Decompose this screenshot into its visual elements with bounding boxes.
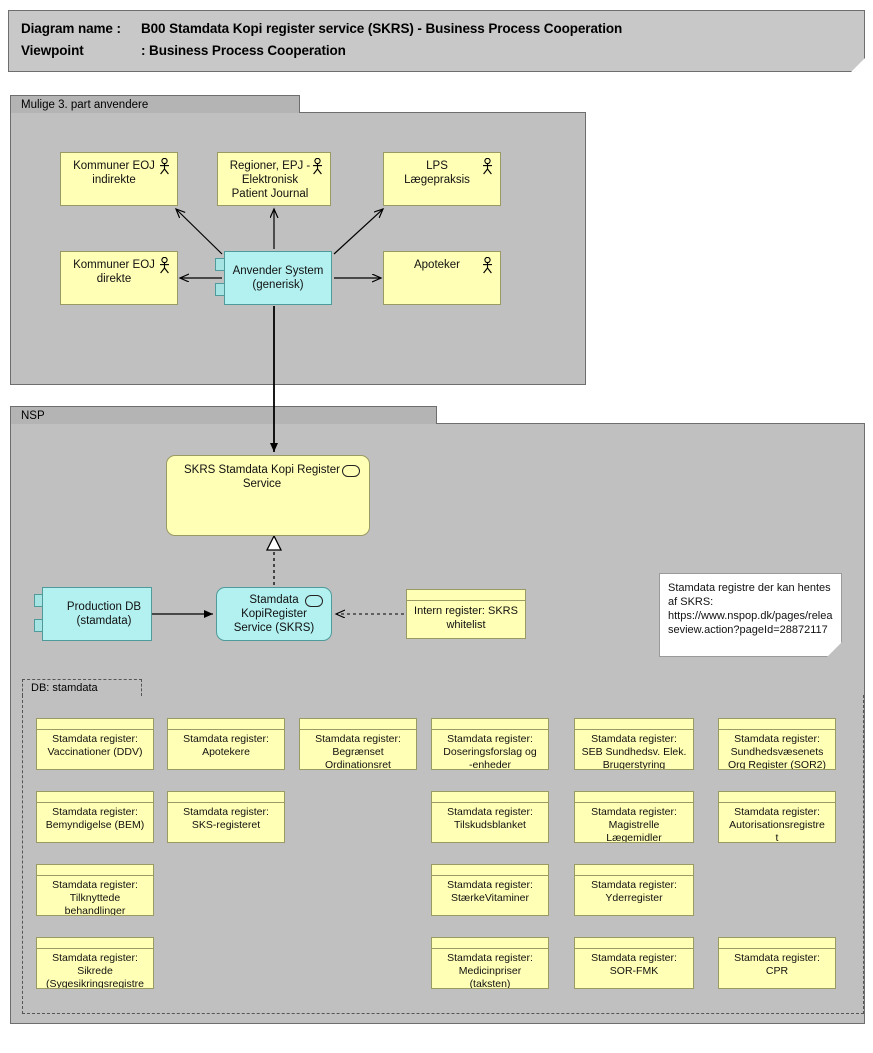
node-label: Kommuner EOJ direkte (73, 259, 155, 285)
node-label: SKRS Stamdata Kopi Register Service (184, 464, 340, 490)
register-header-strip (37, 792, 153, 803)
register-card[interactable]: Stamdata register: Autorisationsregistre… (718, 791, 836, 843)
node-label: LPS Lægepraksis (404, 160, 470, 186)
register-label: Stamdata register: Doseringsforslag og -… (443, 733, 537, 770)
register-header-strip (575, 938, 693, 949)
register-label: Stamdata register: Begrænset Ordinations… (315, 733, 401, 770)
register-label: Stamdata register: SOR-FMK (591, 952, 677, 977)
actor-icon (483, 257, 492, 274)
node-label: Anvender System (generisk) (232, 265, 324, 291)
register-label: Stamdata register: Vaccinationer (DDV) (47, 733, 143, 758)
node-label: Kommuner EOJ indirekte (73, 160, 155, 186)
register-header-strip (300, 719, 416, 730)
register-header-strip (168, 792, 284, 803)
register-label: Stamdata register: Magistrelle Lægemidle… (591, 806, 677, 843)
register-card[interactable]: Stamdata register: Apotekere (167, 718, 285, 770)
actor-icon (160, 257, 169, 274)
register-header-strip (575, 865, 693, 876)
node-skrs-component[interactable]: Stamdata KopiRegister Service (SKRS) (216, 587, 332, 641)
node-label: Production DB (stamdata) (66, 601, 142, 627)
register-header-strip (407, 590, 525, 601)
register-card[interactable]: Stamdata register: StærkeVitaminer (431, 864, 549, 916)
register-card[interactable]: Stamdata register: Bemyndigelse (BEM) (36, 791, 154, 843)
register-card[interactable]: Stamdata register: Sundhedsvæsenets Org … (718, 718, 836, 770)
register-header-strip (432, 865, 548, 876)
register-header-strip (719, 719, 835, 730)
interface-icon (305, 595, 323, 607)
actor-icon (160, 158, 169, 175)
register-card[interactable]: Stamdata register: Medicinpriser (takste… (431, 937, 549, 989)
register-label: Stamdata register: Sikrede (Sygesikrings… (45, 952, 145, 989)
register-card[interactable]: Stamdata register: Sikrede (Sygesikrings… (36, 937, 154, 989)
register-label: Stamdata register: Apotekere (183, 733, 269, 758)
viewpoint-key: Viewpoint (21, 43, 84, 58)
note-skrs-registry-link: Stamdata registre der kan hentes af SKRS… (659, 573, 842, 657)
register-card[interactable]: Stamdata register: Doseringsforslag og -… (431, 718, 549, 770)
register-header-strip (432, 792, 548, 803)
register-card[interactable]: Stamdata register: Tilskudsblanket (431, 791, 549, 843)
diagram-name-key: Diagram name : (21, 21, 121, 36)
register-header-strip (37, 938, 153, 949)
db-stamdata-container (22, 695, 864, 1014)
register-card[interactable]: Stamdata register: CPR (718, 937, 836, 989)
register-label: Stamdata register: SEB Sundhedsv. Elek. … (581, 733, 687, 770)
register-label: Stamdata register: Sundhedsvæsenets Org … (727, 733, 827, 770)
viewpoint-value: : Business Process Cooperation (141, 43, 346, 58)
register-label: Stamdata register: Tilskudsblanket (447, 806, 533, 831)
node-regioner-epj[interactable]: Regioner, EPJ - Elektronisk Patient Jour… (217, 152, 331, 206)
db-stamdata-tab: DB: stamdata (22, 679, 142, 696)
note-text: Stamdata registre der kan hentes af SKRS… (668, 582, 833, 636)
node-kommuner-eoj-indirekte[interactable]: Kommuner EOJ indirekte (60, 152, 178, 206)
group-third-party-tab: Mulige 3. part anvendere (10, 95, 300, 113)
register-header-strip (168, 719, 284, 730)
node-apoteker[interactable]: Apoteker (383, 251, 501, 305)
register-card[interactable]: Stamdata register: SOR-FMK (574, 937, 694, 989)
diagram-name-value: B00 Stamdata Kopi register service (SKRS… (141, 21, 623, 36)
register-label: Stamdata register: CPR (734, 952, 820, 977)
node-label: Stamdata KopiRegister Service (SKRS) (233, 594, 315, 634)
diagram-name-line: Diagram name : B00 Stamdata Kopi register… (21, 21, 622, 36)
register-card[interactable]: Stamdata register: Yderregister (574, 864, 694, 916)
register-card[interactable]: Stamdata register: Begrænset Ordinations… (299, 718, 417, 770)
register-header-strip (37, 719, 153, 730)
register-header-strip (432, 938, 548, 949)
node-intern-register-whitelist[interactable]: Intern register: SKRS whitelist (406, 589, 526, 639)
actor-icon (313, 158, 322, 175)
register-card[interactable]: Stamdata register: Vaccinationer (DDV) (36, 718, 154, 770)
register-card[interactable]: Stamdata register: Tilknyttede behandlin… (36, 864, 154, 916)
interface-icon (342, 465, 360, 477)
register-header-strip (432, 719, 548, 730)
node-label: Regioner, EPJ - Elektronisk Patient Jour… (229, 160, 311, 200)
register-label: Stamdata register: Medicinpriser (takste… (447, 952, 533, 989)
register-header-strip (719, 938, 835, 949)
node-lps-laegepraksis[interactable]: LPS Lægepraksis (383, 152, 501, 206)
register-label: Stamdata register: Bemyndigelse (BEM) (45, 806, 145, 831)
node-skrs-service[interactable]: SKRS Stamdata Kopi Register Service (166, 455, 370, 536)
register-card[interactable]: Stamdata register: Magistrelle Lægemidle… (574, 791, 694, 843)
actor-icon (483, 158, 492, 175)
node-anvender-system[interactable]: Anvender System (generisk) (224, 251, 332, 305)
register-header-strip (575, 719, 693, 730)
group-nsp-tab: NSP (10, 406, 437, 424)
register-header-strip (37, 865, 153, 876)
node-label: Apoteker (413, 259, 461, 271)
register-label: Stamdata register: StærkeVitaminer (447, 879, 533, 904)
register-label: Stamdata register: Yderregister (591, 879, 677, 904)
viewpoint-line: Viewpoint : Business Process Cooperation (21, 43, 346, 58)
node-kommuner-eoj-direkte[interactable]: Kommuner EOJ direkte (60, 251, 178, 305)
diagram-title-banner: Diagram name : B00 Stamdata Kopi register… (8, 10, 865, 72)
register-label: Stamdata register: Autorisationsregistre… (729, 806, 825, 843)
register-header-strip (575, 792, 693, 803)
register-card[interactable]: Stamdata register: SEB Sundhedsv. Elek. … (574, 718, 694, 770)
register-label: Stamdata register: Tilknyttede behandlin… (52, 879, 138, 916)
register-card[interactable]: Stamdata register: SKS-registeret (167, 791, 285, 843)
register-header-strip (719, 792, 835, 803)
node-production-db[interactable]: Production DB (stamdata) (42, 587, 152, 641)
node-label: Intern register: SKRS whitelist (414, 605, 518, 631)
register-label: Stamdata register: SKS-registeret (183, 806, 269, 831)
